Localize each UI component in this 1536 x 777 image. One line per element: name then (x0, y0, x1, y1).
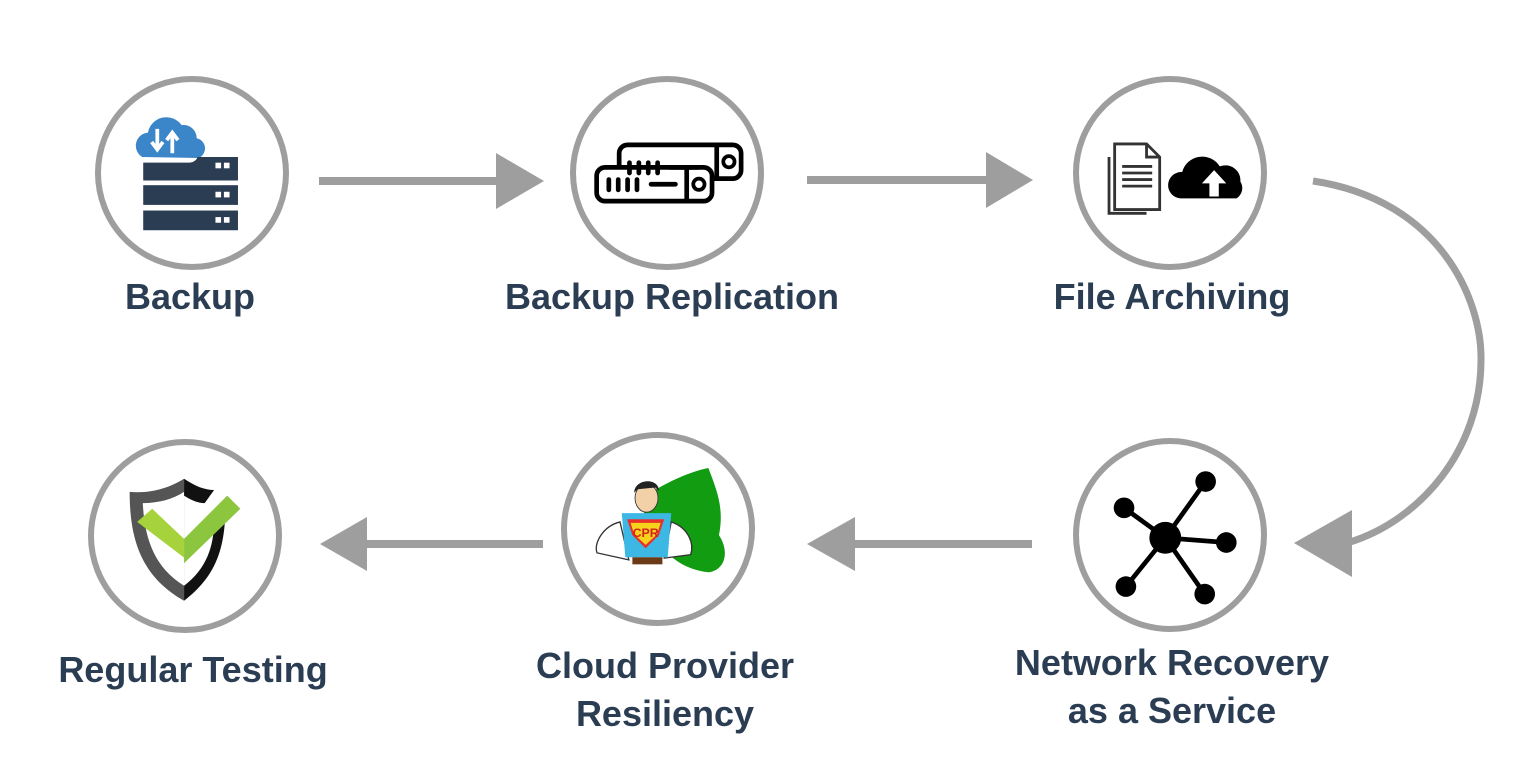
arrow-replication-to-archiving (807, 152, 1033, 208)
label-line: as a Service (1067, 690, 1277, 731)
step-backup-replication-label: Backup Replication (504, 276, 840, 317)
server-stack-icon (594, 142, 744, 204)
arrow-cloud-provider-to-regular-testing (320, 517, 543, 571)
step-backup-circle (95, 76, 289, 270)
network-hub-icon (1113, 471, 1237, 605)
label-line: Cloud Provider (535, 645, 795, 686)
arrow-network-recovery-to-cloud-provider (807, 517, 1032, 571)
arrow-archiving-to-network-recovery (1294, 177, 1485, 577)
label-line: Resiliency (575, 693, 755, 734)
document-cloud-upload-icon (1107, 142, 1243, 215)
shield-check-icon (129, 478, 241, 601)
step-backup-replication-circle (570, 76, 764, 270)
step-network-recovery-circle (1073, 438, 1267, 632)
step-file-archiving-label: File Archiving (1053, 276, 1291, 317)
step-network-recovery-label: Network Recovery as a Service (990, 639, 1354, 735)
cpr-emblem-text: CPR (633, 526, 659, 540)
step-regular-testing-circle (88, 439, 282, 633)
step-backup-label: Backup (124, 276, 256, 317)
arrow-backup-to-replication (319, 153, 544, 209)
step-regular-testing-label: Regular Testing (58, 649, 328, 690)
cloud-server-icon (135, 117, 238, 231)
label-line: Network Recovery (1014, 642, 1330, 683)
superhero-cpr-icon: CPR (595, 468, 725, 573)
step-cloud-provider-label: Cloud Provider Resiliency (510, 642, 820, 738)
step-file-archiving-circle (1073, 76, 1267, 270)
step-cloud-provider-circle: CPR (561, 432, 755, 626)
